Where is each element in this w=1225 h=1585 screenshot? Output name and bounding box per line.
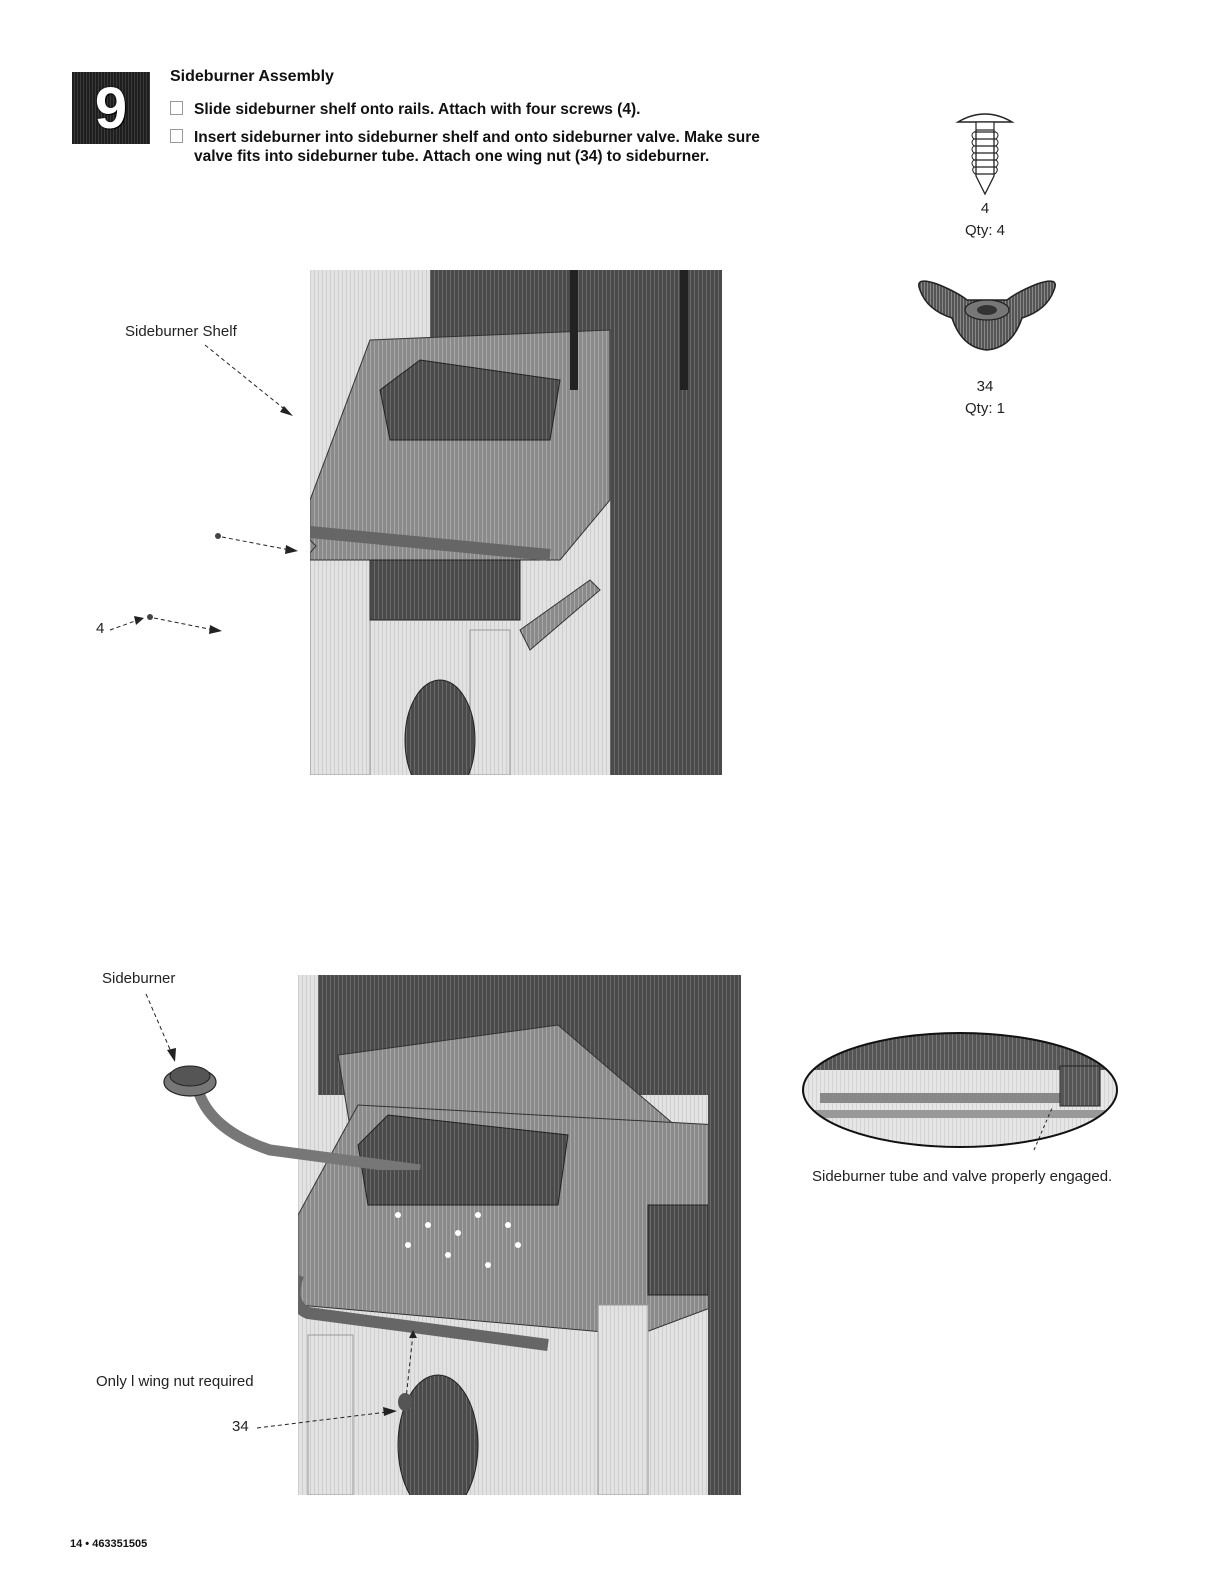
sideburner-leader-arrow — [145, 993, 176, 1062]
screw-callout-number: 4 — [96, 620, 105, 637]
shelf-installation-illustration — [310, 270, 722, 775]
checkbox-icon — [170, 129, 183, 143]
instruction-2: Insert sideburner into sideburner shelf … — [170, 128, 790, 166]
instruction-1: Slide sideburner shelf onto rails. Attac… — [170, 100, 790, 119]
screw-leader-arrow-upper — [215, 533, 298, 554]
screw-icon — [955, 113, 1015, 196]
screw-leader-arrow-lower — [109, 614, 222, 634]
part-wing-nut-number: 34 — [976, 378, 994, 395]
instruction-1-text: Slide sideburner shelf onto rails. Attac… — [194, 101, 641, 118]
wing-nut-icon — [918, 280, 1056, 351]
step-number-badge: 9 — [72, 72, 150, 144]
sideburner-installation-illustration — [298, 975, 741, 1495]
sideburner-label: Sideburner — [102, 970, 176, 987]
shelf-leader-arrow — [204, 344, 293, 416]
page-footer: 14 • 463351505 — [70, 1538, 148, 1550]
wing-nut-note: Only l wing nut required — [96, 1373, 254, 1390]
detail-inset-illustration — [802, 1032, 1118, 1151]
wing-nut-callout-number: 34 — [232, 1418, 249, 1435]
detail-caption: Sideburner tube and valve properly engag… — [812, 1168, 1113, 1185]
part-screw — [950, 108, 1020, 205]
instruction-2-text: Insert sideburner into sideburner shelf … — [194, 129, 760, 165]
wing-nut-leader-arrow — [256, 1330, 417, 1429]
step-title: Sideburner Assembly — [170, 68, 334, 85]
step-number: 9 — [94, 75, 128, 141]
sideburner-part-drawing — [163, 1065, 421, 1170]
part-screw-qty: Qty: 4 — [964, 222, 1005, 239]
part-screw-number: 4 — [980, 200, 990, 217]
checkbox-icon — [170, 101, 183, 115]
shelf-label: Sideburner Shelf — [125, 323, 237, 340]
part-wing-nut-qty: Qty: 1 — [964, 400, 1005, 417]
part-wing-nut — [912, 270, 1062, 365]
